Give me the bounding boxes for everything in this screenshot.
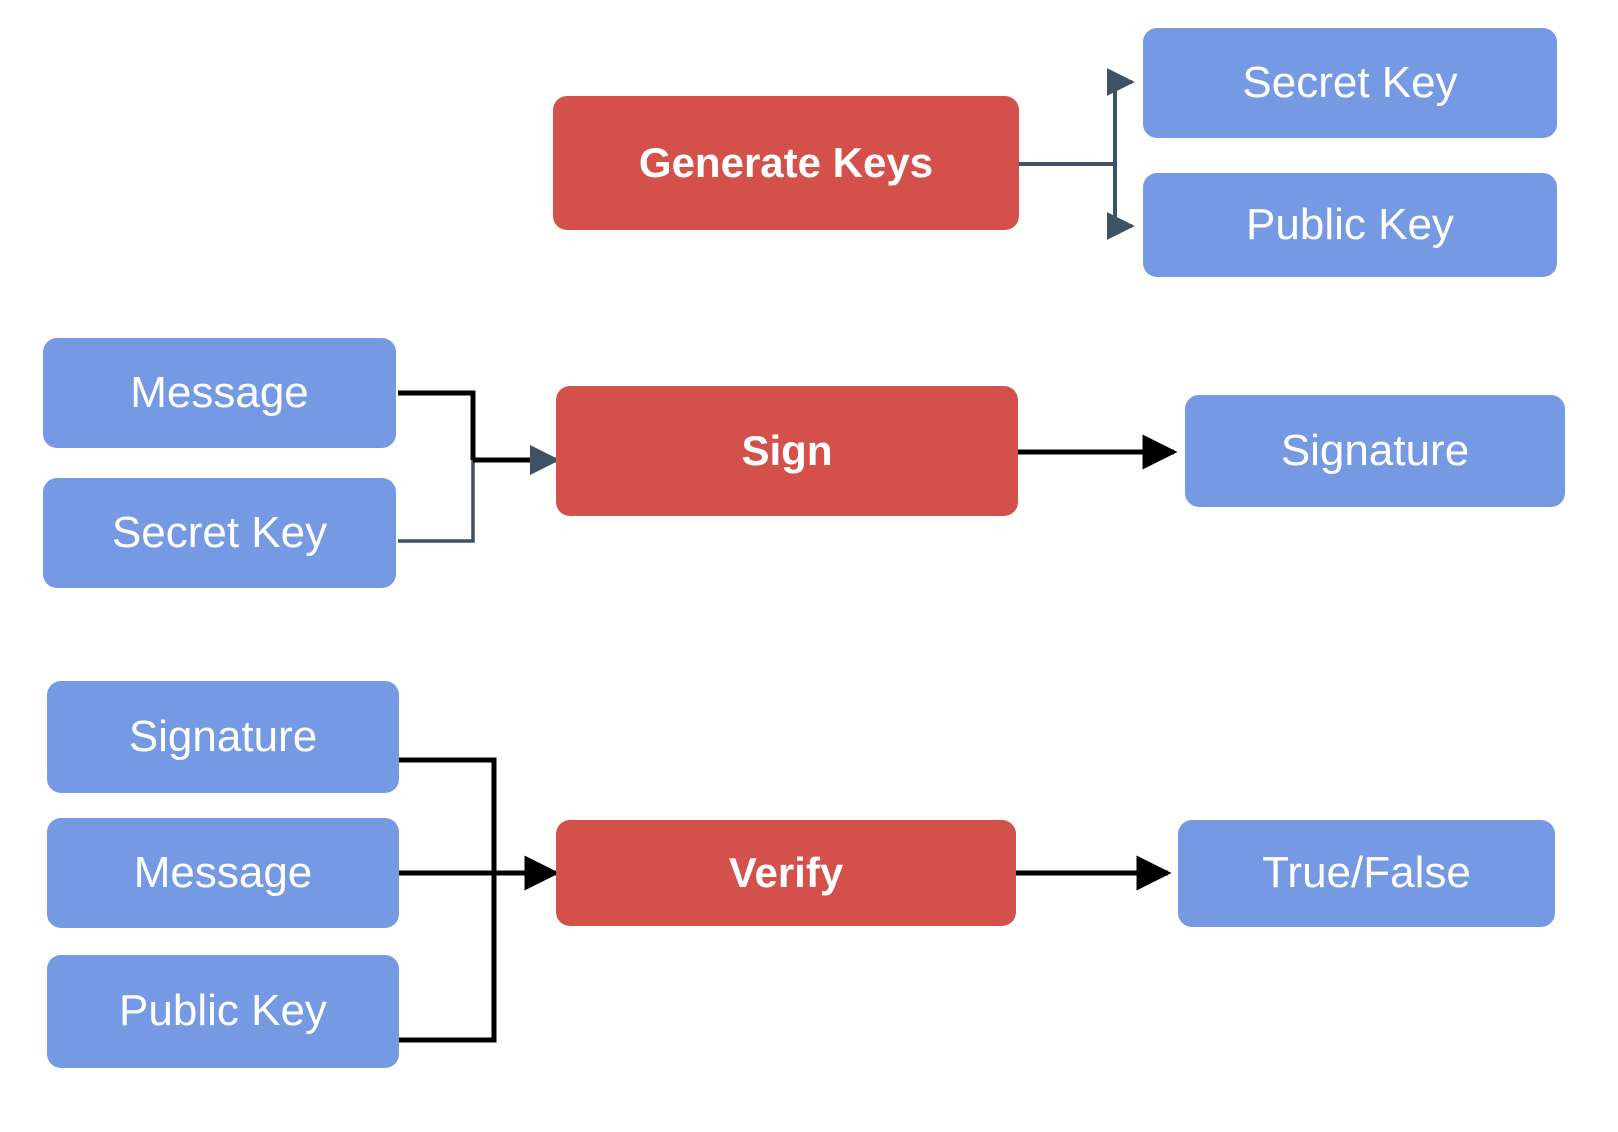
node-sign-input-message-label: Message [130,367,309,417]
node-sign-label: Sign [741,426,833,474]
node-truefalse-output-label: True/False [1262,848,1471,898]
node-sign-input-message[interactable]: Message [43,338,396,448]
node-verify-input-message-label: Message [133,847,313,897]
node-verify-input-public-key-label: Public Key [119,986,327,1036]
node-sign-input-secret-key[interactable]: Secret Key [43,478,396,588]
node-verify-input-message[interactable]: Message [47,818,399,928]
node-public-key-output-label: Public Key [1246,199,1454,249]
node-signature-output-label: Signature [1280,425,1470,475]
node-verify[interactable]: Verify [556,820,1016,926]
node-signature-output[interactable]: Signature [1185,395,1565,507]
wire-publickey-to-verify-merge [399,873,497,1043]
node-generate-keys[interactable]: Generate Keys [553,96,1019,230]
node-verify-label: Verify [728,848,844,896]
node-sign[interactable]: Sign [556,386,1018,516]
node-generate-keys-label: Generate Keys [638,138,934,186]
node-truefalse-output[interactable]: True/False [1178,820,1555,927]
node-verify-input-signature-label: Signature [128,711,318,761]
node-public-key-output[interactable]: Public Key [1143,173,1557,277]
wire-generate-to-public-key [1106,164,1135,240]
node-verify-input-public-key[interactable]: Public Key [47,955,399,1068]
wire-message-to-sign-merge [398,390,476,460]
wire-secretkey-to-sign-merge [398,460,475,543]
node-sign-input-secret-key-label: Secret Key [111,507,328,557]
wire-signature-to-verify-merge [399,757,497,873]
node-secret-key-output[interactable]: Secret Key [1143,28,1557,138]
wire-generate-to-secret-key [1106,68,1135,164]
node-secret-key-output-label: Secret Key [1242,57,1458,107]
node-verify-input-signature[interactable]: Signature [47,681,399,793]
